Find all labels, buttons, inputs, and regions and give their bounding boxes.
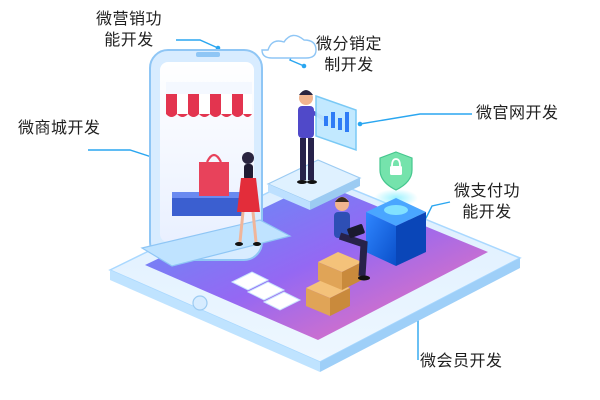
woman-shopper <box>235 152 261 246</box>
chart-panel <box>315 94 357 152</box>
connector-website <box>359 113 472 125</box>
shield-lock-icon <box>379 151 413 191</box>
label-website-line1: 微官网开发 <box>476 103 559 122</box>
label-mall-line1: 微商城开发 <box>18 118 101 137</box>
label-payment-line2: 能开发 <box>462 202 512 221</box>
label-marketing-line2: 能开发 <box>104 30 154 49</box>
connector-dot <box>301 63 307 69</box>
label-mall: 微商城开发 <box>18 117 101 138</box>
shop-awning <box>166 82 252 117</box>
shopping-bag-icon <box>199 153 229 196</box>
label-payment-line1: 微支付功 <box>454 181 521 200</box>
label-marketing-line1: 微营销功 <box>96 9 163 28</box>
connector-payment <box>423 201 451 223</box>
label-website: 微官网开发 <box>476 102 559 123</box>
connector-dot <box>357 121 363 127</box>
label-marketing: 微营销功 能开发 <box>96 8 162 50</box>
label-distribution-line1: 微分销定 <box>316 34 383 53</box>
keypads <box>230 271 302 311</box>
cloud-icon <box>261 34 317 59</box>
analyst-man <box>297 90 327 184</box>
label-member-line1: 微会员开发 <box>420 351 503 370</box>
label-payment: 微支付功 能开发 <box>454 180 520 222</box>
label-distribution-line2: 制开发 <box>324 55 374 74</box>
label-distribution: 微分销定 制开发 <box>316 33 382 75</box>
connector-marketing <box>176 39 219 49</box>
home-button <box>192 295 208 311</box>
phone-base <box>140 219 292 267</box>
shop-counter <box>172 196 244 216</box>
payment-cube <box>366 189 426 266</box>
seated-man <box>334 197 370 281</box>
label-member: 微会员开发 <box>420 350 503 371</box>
cardboard-boxes <box>306 252 362 316</box>
